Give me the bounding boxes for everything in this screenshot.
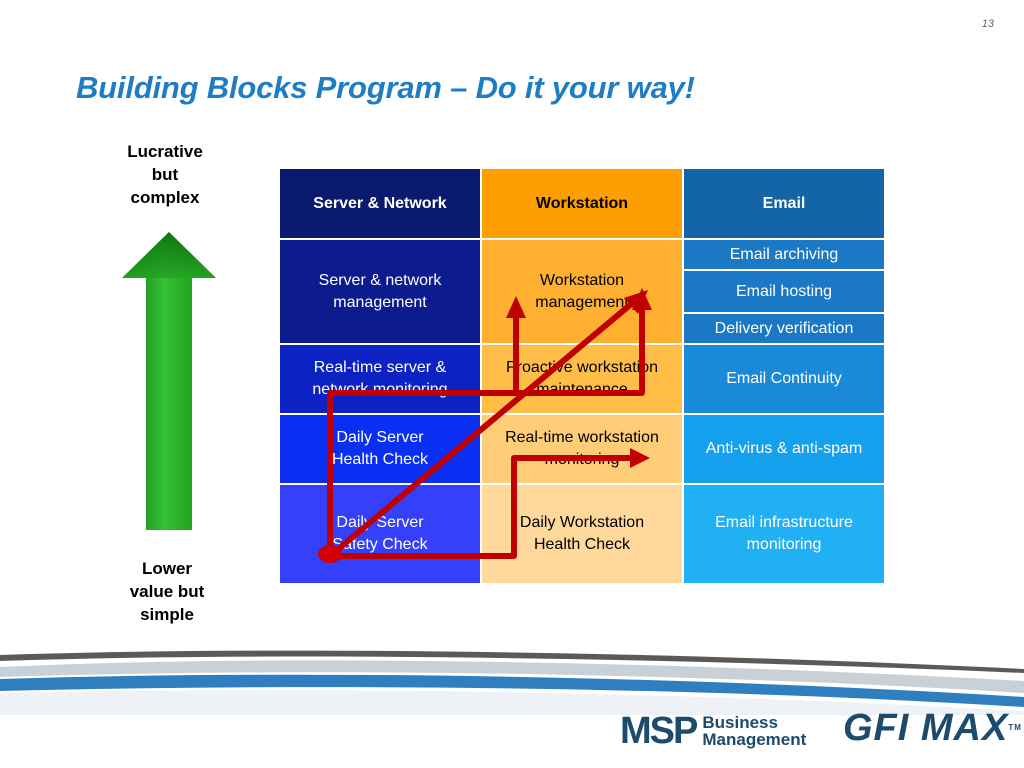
axis-top-line: Lucrative (127, 142, 203, 161)
cell-text: Email Continuity (726, 370, 842, 387)
axis-bottom-line: Lower (141, 559, 193, 578)
msp-logo-word: Business (702, 713, 778, 732)
cell-text: Daily Workstation (519, 514, 645, 531)
cell-text: Health Check (533, 536, 631, 553)
msp-business-management-logo: MSP Business Management (620, 712, 806, 750)
cell-text: monitoring (544, 451, 620, 468)
axis-top-line: but (151, 165, 179, 184)
cell-text: Real-time workstation (505, 429, 659, 446)
axis-bottom-label: Lower value but simple (112, 557, 222, 626)
footer-swoosh-graphic (0, 650, 1024, 715)
axis-top-line: complex (130, 188, 200, 207)
cell-text: Real-time server & (313, 359, 447, 376)
cell-text: maintenance (536, 381, 628, 398)
cell-text: network monitoring (312, 381, 448, 398)
cell-text: Workstation (539, 271, 625, 289)
cell-text: management (535, 293, 629, 311)
cell-text: Proactive workstation (505, 359, 659, 376)
cell-text: Daily Server (336, 514, 424, 531)
cell-text: Anti-virus & anti-spam (705, 440, 863, 457)
cell-text: Health Check (331, 451, 429, 468)
cell-text: Daily Server (336, 429, 424, 446)
column-header-label: Server & Network (313, 194, 447, 212)
up-arrow-icon (122, 232, 216, 530)
cell-workstation-management: Workstation management (482, 240, 682, 343)
cell-delivery-verification: Delivery verification (684, 314, 884, 343)
column-header-workstation: Workstation (482, 169, 682, 238)
cell-realtime-server-monitoring: Real-time server & network monitoring (280, 345, 480, 413)
cell-email-infrastructure-monitoring: Email infrastructure monitoring (684, 485, 884, 583)
column-header-email: Email (684, 169, 884, 238)
axis-bottom-line: simple (140, 605, 194, 624)
axis-top-label: Lucrative but complex (110, 140, 220, 209)
cell-text: management (333, 293, 427, 311)
cell-antivirus-antispam: Anti-virus & anti-spam (684, 415, 884, 483)
cell-email-continuity: Email Continuity (684, 345, 884, 413)
msp-logo-words: Business Management (702, 714, 806, 748)
cell-text: Email infrastructure (715, 514, 853, 531)
slide-title: Building Blocks Program – Do it your way… (76, 70, 695, 105)
cell-text: Safety Check (332, 536, 428, 553)
cell-text: Delivery verification (714, 319, 854, 337)
msp-logo-mark: MSP (620, 710, 698, 752)
cell-text: Server & network (318, 271, 442, 289)
gfi-logo-trademark: TM (1008, 723, 1022, 732)
column-header-label: Workstation (535, 194, 629, 212)
cell-proactive-workstation-maintenance: Proactive workstation maintenance (482, 345, 682, 413)
msp-logo-word: Management (702, 730, 807, 749)
axis-bottom-line: value but (129, 582, 205, 601)
page-number: 13 (981, 18, 994, 30)
cell-server-network-management: Server & network management (280, 240, 480, 343)
cell-realtime-workstation-monitoring: Real-time workstation monitoring (482, 415, 682, 483)
column-header-server-network: Server & Network (280, 169, 480, 238)
building-blocks-matrix: Server & Network Workstation Email Serve… (280, 169, 884, 583)
gfi-logo-text: GFI MAX (843, 707, 1009, 749)
cell-text: Email hosting (735, 282, 833, 300)
gfi-max-logo: GFI MAXTM (843, 708, 1022, 748)
cell-text: Email archiving (729, 245, 839, 263)
column-header-label: Email (762, 194, 806, 212)
cell-text: monitoring (746, 536, 822, 553)
cell-email-hosting: Email hosting (684, 271, 884, 312)
cell-email-archiving: Email archiving (684, 240, 884, 269)
